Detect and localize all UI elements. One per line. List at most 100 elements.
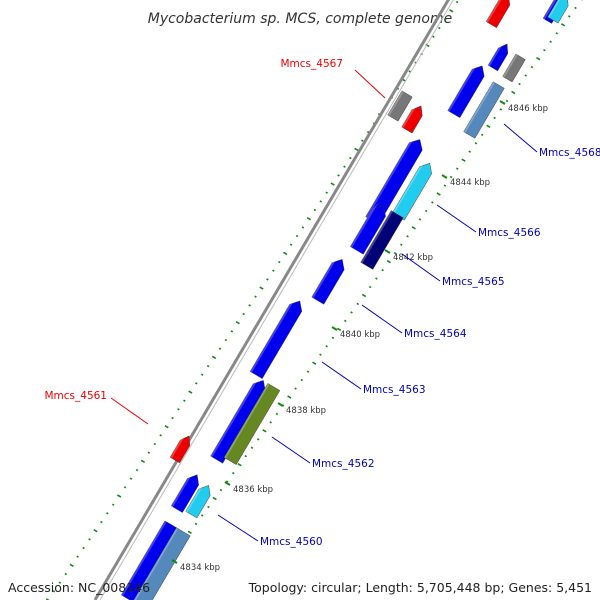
inner-guide-dot: [444, 18, 447, 21]
outer-guide-dot: [436, 192, 441, 196]
gene-blue-4560-shape: [170, 474, 199, 513]
gene-steelblue-bottom-highlight: [133, 527, 179, 600]
outer-guide-dot: [344, 319, 347, 323]
outer-guide-dot: [350, 311, 353, 314]
gene-label-leader: [503, 123, 538, 153]
outer-guide-dot: [536, 56, 541, 61]
outer-guide-dot: [300, 378, 304, 382]
tick-label: 4836 kbp: [233, 485, 273, 495]
inner-guide-dot: [289, 243, 293, 246]
gene-label-leader: [361, 304, 403, 334]
inner-guide-dot: [135, 468, 139, 472]
gene-blue-4566-highlight: [365, 136, 416, 218]
outer-guide-dot: [187, 530, 192, 535]
gene-blue-4565-highlight: [350, 202, 379, 248]
outer-guide-dot: [200, 514, 204, 517]
inner-guide-dot: [330, 182, 335, 186]
outer-guide-dot: [549, 40, 552, 43]
outer-guide-dot: [294, 387, 297, 390]
gene-blue-4565-shape: [350, 205, 386, 255]
gene-steelblue-bottom-shape: [133, 527, 191, 600]
gene-label: Mmcs_4566: [478, 227, 541, 239]
gene-red-top: [485, 0, 510, 28]
inner-guide-dot: [129, 477, 133, 480]
gene-blue-4565: [350, 202, 386, 255]
gene-cyan-4566-highlight: [392, 160, 426, 215]
gene-red-4561-shape: [169, 435, 190, 464]
gene-label: Mmcs_4568: [539, 147, 600, 159]
outer-guide-dot: [493, 116, 496, 120]
inner-guide-dot: [111, 503, 115, 506]
inner-guide-dot: [206, 364, 210, 368]
backbone-line: [93, 0, 450, 600]
gene-label-leader: [110, 397, 149, 425]
outer-guide-dot: [361, 293, 367, 298]
gene-cyan-4560: [185, 483, 211, 519]
gene-label: Mmcs_4561: [44, 390, 107, 402]
inner-guide-dot: [272, 269, 275, 272]
gene-blue-4564-highlight: [311, 256, 338, 299]
gene-blue-4568-small-shape: [487, 43, 508, 72]
outer-guide-dot: [287, 395, 292, 399]
gene-blue-4568: [447, 63, 485, 118]
outer-guide-dot: [275, 412, 279, 416]
gene-label-leader: [401, 253, 441, 282]
inner-guide-dot: [93, 528, 98, 533]
tick-mark: [277, 402, 284, 407]
gene-blue-4562-shape: [210, 380, 266, 464]
gene-olive-4562-shape: [223, 383, 281, 465]
gene-blue-4563-shape: [249, 300, 303, 379]
outer-guide-dot: [443, 184, 447, 187]
inner-guide-dot: [177, 408, 180, 411]
inner-guide-dot: [194, 382, 198, 385]
inner-guide-dot: [76, 555, 79, 558]
outer-guide-dot: [406, 235, 409, 238]
outer-guide-dot: [250, 446, 254, 449]
gene-blue-4563: [249, 298, 303, 379]
outer-guide-dot: [356, 302, 360, 306]
inner-guide-dot: [306, 217, 312, 221]
gene-gray-4567-shape: [387, 90, 413, 122]
inner-guide-dot: [153, 442, 157, 446]
outer-guide-dot: [325, 345, 328, 348]
inner-guide-dot: [188, 390, 193, 394]
inner-guide-dot: [313, 208, 317, 212]
gene-cyan-top-shape: [547, 0, 569, 24]
gene-olive-4562-highlight: [224, 383, 270, 459]
inner-guide-dot: [117, 494, 122, 498]
outer-guide-dot: [555, 32, 559, 35]
outer-guide-dot: [468, 150, 472, 153]
gene-blue-4560-highlight: [171, 472, 194, 507]
inner-guide-dot: [106, 512, 109, 515]
gene-red-4567: [401, 103, 423, 134]
tick-label: 4844 kbp: [450, 178, 490, 188]
gene-red-top-highlight: [486, 0, 506, 23]
inner-guide-dot: [88, 538, 91, 541]
gene-gray-right-highlight: [502, 54, 518, 78]
inner-guide-dot: [242, 312, 245, 316]
inner-guide-dot: [218, 347, 222, 350]
gene-blue-4568-small: [487, 42, 508, 72]
inner-guide-dot: [224, 338, 228, 342]
gene-steelblue-bottom: [133, 527, 191, 600]
inner-guide-dot: [354, 147, 359, 152]
inner-guide-dot: [337, 174, 340, 177]
outer-guide-dot: [207, 505, 210, 509]
accession-text: Accession: NC_008146: [8, 580, 151, 595]
outer-guide-dot: [400, 243, 403, 246]
outer-guide-dot: [530, 65, 534, 69]
inner-guide-dot: [64, 572, 68, 576]
outer-guide-dot: [461, 158, 466, 162]
gene-label-leader: [217, 514, 259, 542]
outer-guide-dot: [418, 218, 422, 221]
tick-mark: [441, 174, 448, 179]
inner-guide-dot: [277, 260, 281, 264]
gene-blue-4568-small-highlight: [488, 42, 505, 67]
outer-guide-dot: [319, 353, 322, 356]
inner-guide-dot: [147, 451, 151, 454]
gene-blue-top-highlight: [543, 0, 561, 20]
inner-guide-dot: [432, 35, 435, 38]
tick-label: 4846 kbp: [508, 104, 548, 114]
gene-labels: Mmcs_4567Mmcs_4568Mmcs_4566Mmcs_4565Mmcs…: [44, 58, 600, 548]
